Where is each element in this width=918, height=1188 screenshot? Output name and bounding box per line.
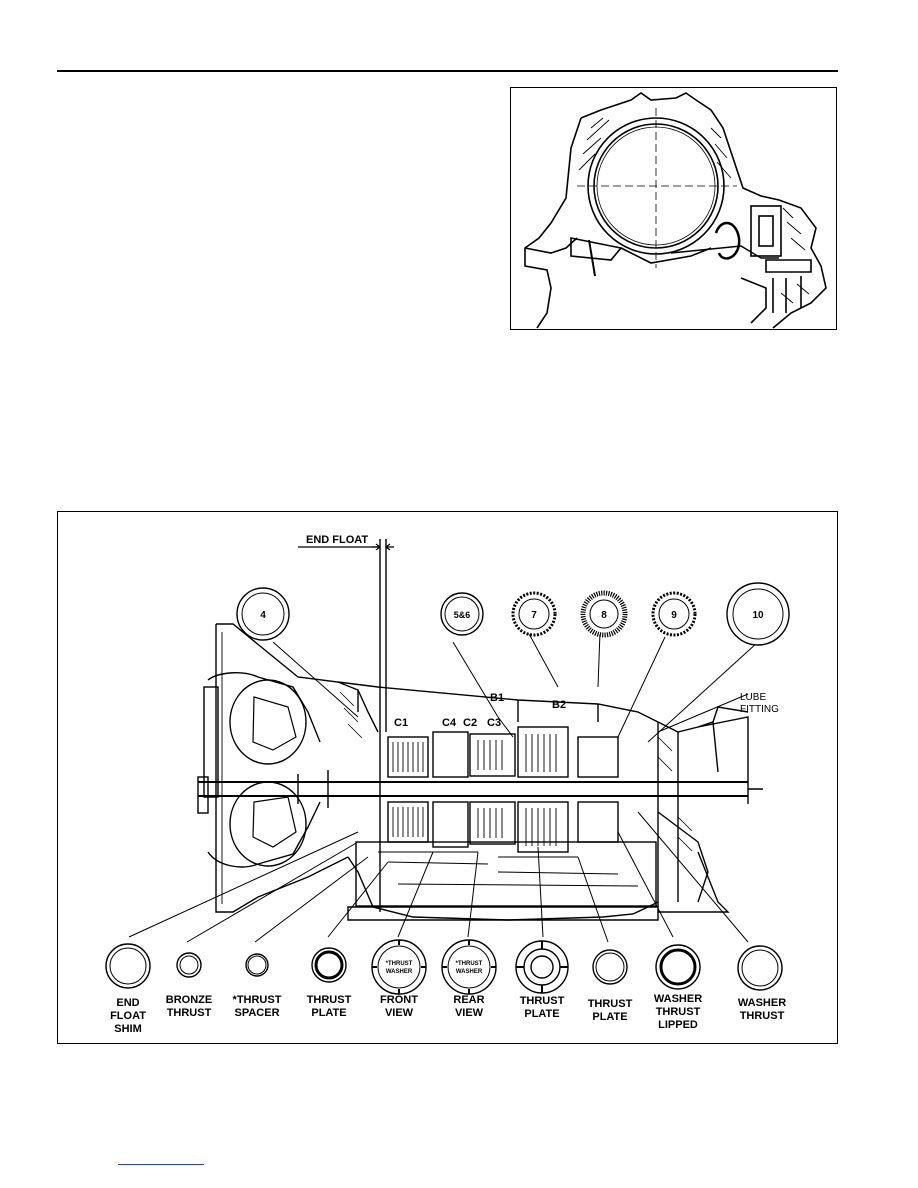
- rear-washer-text-1: *THRUST: [456, 961, 483, 967]
- end-float-label: END FLOAT: [306, 534, 368, 546]
- front-washer-text-1: *THRUST: [386, 961, 413, 967]
- c4-label: C4: [442, 717, 457, 729]
- housing-section-drawing: [524, 92, 827, 329]
- lube-label-line2: FITTING: [740, 704, 779, 715]
- callout-9-label: 9: [671, 610, 677, 621]
- part-label-9-line2: THRUST: [656, 1006, 701, 1018]
- part-label-1-line1: END: [116, 997, 139, 1009]
- part-label-9-line3: LIPPED: [658, 1019, 698, 1031]
- c3-label: C3: [487, 717, 501, 729]
- part-label-9-line1: WASHER: [654, 993, 702, 1005]
- footer-link-underline[interactable]: [118, 1164, 204, 1165]
- c1-label: C1: [394, 717, 408, 729]
- part-label-7-line1: THRUST: [520, 995, 565, 1007]
- part-label-6-line1: REAR: [453, 994, 484, 1006]
- part-label-2-line2: THRUST: [167, 1007, 212, 1019]
- transmission-thrust-washer-figure: 4 5&6 7 8 9 10 END FLOAT C1 C4 C2 C3 B1 …: [57, 511, 838, 1044]
- b2-label: B2: [552, 699, 566, 711]
- part-label-4-line1: THRUST: [307, 994, 352, 1006]
- part-label-8-line2: PLATE: [592, 1011, 627, 1023]
- callout-7-label: 7: [531, 610, 537, 621]
- part-label-3-line1: *THRUST: [233, 994, 282, 1006]
- callout-5-6-label: 5&6: [454, 610, 471, 620]
- part-label-8-line1: THRUST: [588, 998, 633, 1010]
- c2-label: C2: [463, 717, 477, 729]
- part-label-4-line2: PLATE: [311, 1007, 346, 1019]
- part-label-6-line2: VIEW: [455, 1007, 484, 1019]
- part-label-1-line2: FLOAT: [110, 1010, 146, 1022]
- rear-washer-text-2: WASHER: [456, 969, 483, 975]
- part-label-3-line2: SPACER: [234, 1007, 279, 1019]
- front-washer-text-2: WASHER: [386, 969, 413, 975]
- part-label-5-line1: FRONT: [380, 994, 418, 1006]
- callout-4-label: 4: [260, 610, 266, 621]
- part-label-7-line2: PLATE: [524, 1008, 559, 1020]
- part-label-5-line2: VIEW: [385, 1007, 414, 1019]
- transmission-drawing: 4 5&6 7 8 9 10 END FLOAT C1 C4 C2 C3 B1 …: [105, 534, 790, 1035]
- part-label-10-line1: WASHER: [738, 997, 786, 1009]
- part-label-2-line1: BRONZE: [166, 994, 212, 1006]
- callout-10-label: 10: [752, 610, 764, 621]
- callout-8-label: 8: [601, 610, 607, 621]
- header-rule: [57, 70, 838, 72]
- part-label-1-line3: SHIM: [114, 1023, 142, 1035]
- housing-section-figure: [510, 87, 837, 330]
- b1-label: B1: [490, 692, 504, 704]
- part-label-10-line2: THRUST: [740, 1010, 785, 1022]
- lube-label-line1: LUBE: [740, 692, 766, 703]
